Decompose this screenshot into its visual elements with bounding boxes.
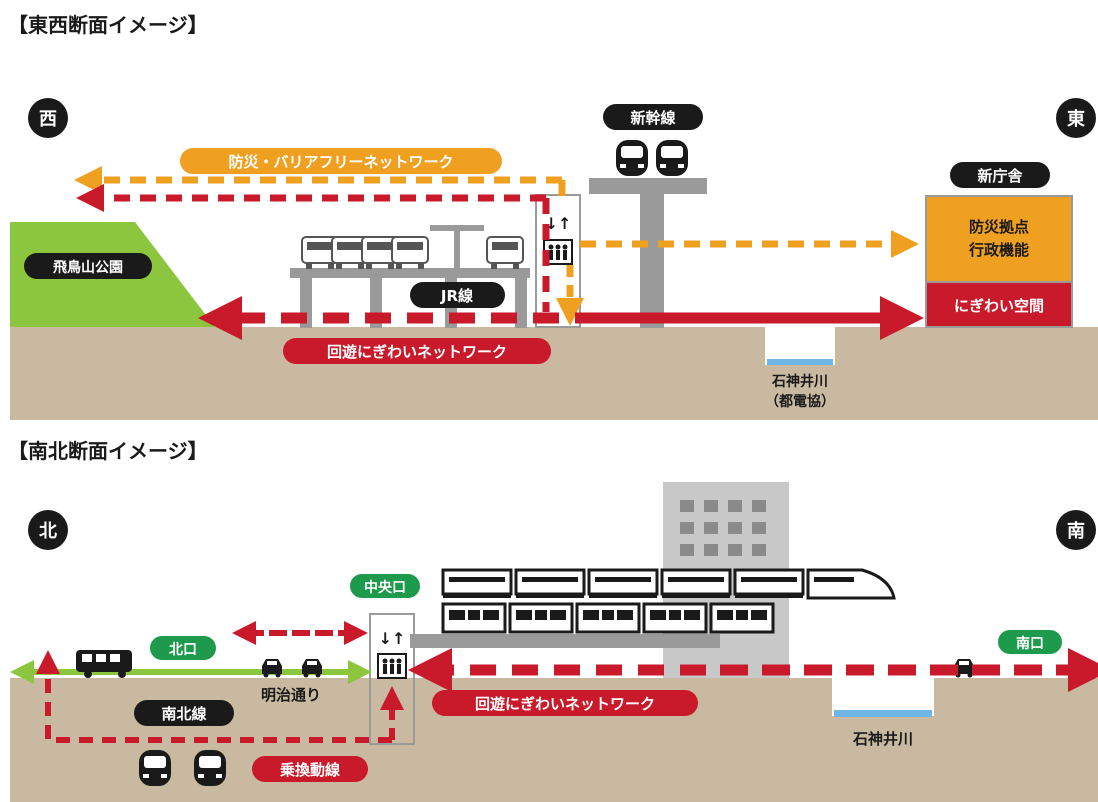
bustle-space: にぎわい空間 xyxy=(954,297,1044,315)
park-label-pill xyxy=(24,253,152,279)
ew-river-subname: （都電協） xyxy=(765,393,835,410)
nanboku-line-pill xyxy=(134,700,234,726)
disaster-network-label: 防災・バリアフリーネットワーク xyxy=(228,153,453,171)
new-office-pill xyxy=(950,162,1050,188)
ns-river-cut xyxy=(832,678,934,716)
new-office-building xyxy=(925,195,1073,328)
central-exit-label: 中央口 xyxy=(364,579,406,596)
shinkansen-label: 新幹線 xyxy=(630,109,675,127)
ns-elevator-arrows: ↓↑ xyxy=(379,629,406,648)
ns-river-water xyxy=(834,710,932,717)
disaster-network-pill xyxy=(180,148,502,174)
south-exit-label: 南口 xyxy=(1016,635,1044,652)
ew-loop-label: 回遊にぎわいネットワーク xyxy=(327,343,507,361)
jr-label: JR線 xyxy=(440,287,473,305)
north-exit-pill xyxy=(150,636,216,660)
north-badge xyxy=(28,510,68,550)
ns-loop-pill xyxy=(432,690,698,716)
subway-train-icon xyxy=(139,750,171,786)
transfer-line-pill xyxy=(252,756,368,782)
ns-lower-trains xyxy=(441,602,775,634)
ew-loop-pill xyxy=(283,338,551,364)
north-exit-label: 北口 xyxy=(169,642,197,658)
jr-trains xyxy=(301,236,524,270)
east-badge-text: 東 xyxy=(1067,108,1085,130)
east-west-title: 【東西断面イメージ】 xyxy=(8,13,208,37)
ew-elevator xyxy=(535,194,581,328)
new-office-label: 新庁舎 xyxy=(977,167,1023,185)
ew-river-name: 石神井川 xyxy=(771,373,828,390)
bus-icon xyxy=(76,650,132,678)
ns-loop-label: 回遊にぎわいネットワーク xyxy=(475,695,655,713)
ew-river-cut xyxy=(765,327,835,365)
transfer-line-label: 乗換動線 xyxy=(280,761,340,779)
transfer-path xyxy=(36,650,392,743)
meiji-street-label: 明治通り xyxy=(261,686,321,704)
south-badge xyxy=(1056,510,1096,550)
ns-upper-trains xyxy=(441,568,896,600)
west-badge xyxy=(28,98,68,138)
base-line2: 行政機能 xyxy=(968,241,1029,259)
jr-label-pill xyxy=(410,282,505,308)
central-exit-pill xyxy=(350,574,420,598)
ew-elevator-arrows: ↓↑ xyxy=(545,214,572,233)
nanboku-line-label: 南北線 xyxy=(161,705,206,723)
subway-train-icon xyxy=(194,750,226,786)
base-line1: 防災拠点 xyxy=(969,218,1029,236)
park-label: 飛鳥山公園 xyxy=(52,259,123,276)
east-badge xyxy=(1056,98,1096,138)
south-badge-text: 南 xyxy=(1067,520,1085,542)
shinkansen-trains xyxy=(616,140,688,176)
ew-ground xyxy=(10,327,1098,420)
ns-concourse-deck xyxy=(410,634,720,648)
north-south-title: 【南北断面イメージ】 xyxy=(8,439,208,463)
north-badge-text: 北 xyxy=(39,521,57,542)
disaster-network-path xyxy=(74,166,919,326)
shinkansen-label-pill xyxy=(603,104,703,130)
west-badge-text: 西 xyxy=(39,109,57,130)
ew-river-water xyxy=(767,359,833,365)
shinkansen-structure xyxy=(589,178,707,328)
ns-river-label: 石神井川 xyxy=(852,730,913,748)
south-exit-pill xyxy=(998,630,1062,654)
